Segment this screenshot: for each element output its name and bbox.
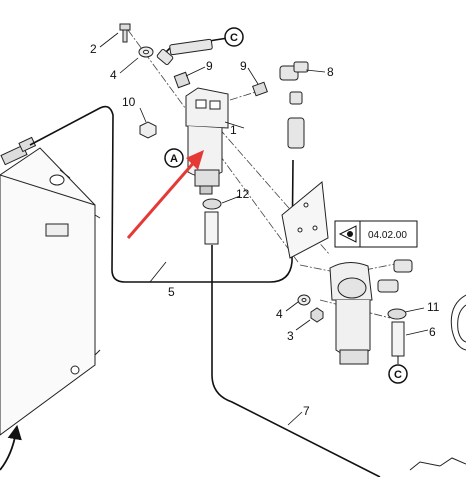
callout-10: 10 <box>122 95 136 109</box>
callout-6: 6 <box>429 325 436 339</box>
leader-lines <box>99 32 429 426</box>
callout-1: 1 <box>230 123 237 137</box>
callout-12: 12 <box>236 187 250 201</box>
red-pointer-arrow <box>126 150 204 239</box>
svg-text:C: C <box>230 32 238 44</box>
nut-10 <box>139 121 157 139</box>
fitting-9-right <box>252 81 268 97</box>
hose-7 <box>211 245 381 478</box>
svg-text:C: C <box>394 369 402 381</box>
direction-arrow <box>0 424 22 471</box>
view-reference-box: 04.02.00 <box>334 220 418 248</box>
callout-8: 8 <box>327 65 334 79</box>
clamp-11 <box>387 308 407 320</box>
connector-c-top: C <box>224 27 244 47</box>
svg-text:A: A <box>170 153 178 165</box>
callout-2: 2 <box>90 42 97 56</box>
tank-fitting <box>0 136 37 166</box>
hose-5 <box>29 105 294 283</box>
mounting-bracket <box>281 181 329 259</box>
callout-9-right: 9 <box>240 59 247 73</box>
washer-4-lower <box>297 294 311 306</box>
callout-9-left: 9 <box>206 59 213 73</box>
callout-5: 5 <box>168 285 175 299</box>
nut-3 <box>310 307 324 323</box>
bolt-2 <box>119 23 131 43</box>
lower-fittings <box>377 259 413 293</box>
callout-3: 3 <box>287 329 294 343</box>
callout-7: 7 <box>303 404 310 418</box>
reference-label: 04.02.00 <box>368 230 407 241</box>
top-hose-assembly <box>156 37 229 66</box>
connector-c-bottom: C <box>388 364 408 384</box>
view-marker-a: A <box>164 148 184 168</box>
clamp-12 <box>202 198 222 245</box>
callout-4-top: 4 <box>110 68 117 82</box>
pipe-6 <box>391 321 405 364</box>
elbow-fitting-8 <box>279 61 309 149</box>
filter-assembly-lower <box>329 262 373 365</box>
washer-4-top <box>138 46 154 58</box>
fitting-9-left <box>173 71 191 89</box>
fuel-filter-1 <box>185 87 229 195</box>
callout-4-lower: 4 <box>276 307 283 321</box>
fuel-tank <box>0 147 101 436</box>
callout-11: 11 <box>427 300 440 314</box>
partial-part-right <box>409 294 466 471</box>
